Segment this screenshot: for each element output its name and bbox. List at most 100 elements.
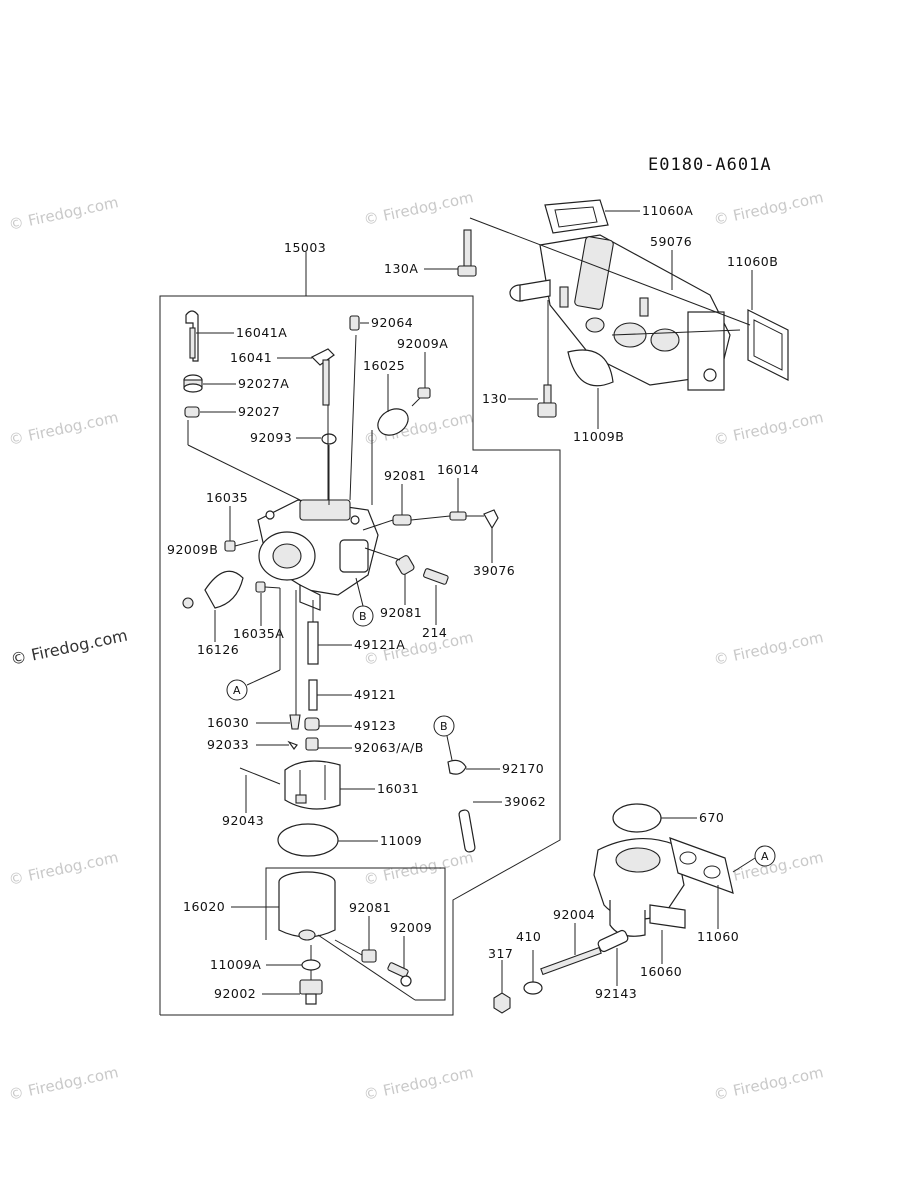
label-49123: 49123	[354, 718, 396, 733]
watermark: © Firedog.com	[362, 848, 475, 889]
label-92081-top: 92081	[384, 468, 426, 483]
label-16014: 16014	[437, 462, 479, 477]
label-92043: 92043	[222, 813, 264, 828]
float-bowl	[278, 871, 336, 941]
label-39062: 39062	[504, 794, 546, 809]
callout-b-lower: B	[433, 715, 455, 761]
label-92009a: 92009A	[397, 336, 448, 351]
watermark: © Firedog.com	[9, 626, 129, 669]
screw-16035	[224, 540, 236, 552]
label-410: 410	[516, 929, 541, 944]
small-nut	[184, 406, 200, 418]
label-130: 130	[482, 391, 507, 406]
label-16041: 16041	[230, 350, 272, 365]
label-92004: 92004	[553, 907, 595, 922]
screw-92009	[387, 962, 412, 987]
callout-label: A	[233, 684, 241, 697]
watermark: © Firedog.com	[362, 188, 475, 229]
watermark: © Firedog.com	[7, 848, 120, 889]
drain-bolt	[299, 979, 323, 1005]
choke-plate	[182, 570, 244, 609]
label-16126: 16126	[197, 642, 239, 657]
label-92081-low: 92081	[349, 900, 391, 915]
callout-label: B	[359, 610, 367, 623]
label-49121: 49121	[354, 687, 396, 702]
spring-92081-low	[361, 949, 377, 963]
carburetor-insulator-assembly	[493, 803, 734, 1014]
label-11060: 11060	[697, 929, 739, 944]
cap	[183, 374, 203, 393]
throttle-lever	[185, 310, 199, 362]
hose-clamp	[447, 759, 467, 775]
screw-92064	[349, 315, 360, 331]
label-317: 317	[488, 946, 513, 961]
carburetor-assembly-outline	[159, 252, 561, 1016]
callout-a-left: A	[226, 588, 281, 701]
intake-manifold	[457, 199, 789, 418]
clip-92033	[287, 740, 298, 751]
idle-spring-and-needle	[392, 509, 499, 530]
label-59076: 59076	[650, 234, 692, 249]
label-92063: 92063/A/B	[354, 740, 424, 755]
fuel-tube	[458, 809, 476, 853]
washer-11009a	[301, 959, 321, 971]
screw-214	[423, 568, 449, 585]
label-214: 214	[422, 625, 447, 640]
callout-a-right: A	[732, 845, 776, 873]
jet-92063	[305, 737, 319, 751]
label-92033: 92033	[207, 737, 249, 752]
label-11009a: 11009A	[210, 957, 261, 972]
watermark: © Firedog.com	[712, 1063, 825, 1104]
watermark: © Firedog.com	[7, 193, 120, 234]
main-jet	[304, 717, 320, 731]
label-92009: 92009	[390, 920, 432, 935]
needle-valve	[289, 714, 301, 730]
watermark: © Firedog.com	[712, 628, 825, 669]
label-92027a: 92027A	[238, 376, 289, 391]
choke-lever	[310, 348, 335, 406]
watermark: © Firedog.com	[712, 188, 825, 229]
label-92170: 92170	[502, 761, 544, 776]
label-16041a: 16041A	[236, 325, 287, 340]
emulsion-tube	[307, 621, 319, 665]
callout-label: B	[440, 720, 448, 733]
label-16035a: 16035A	[233, 626, 284, 641]
label-130a: 130A	[384, 261, 418, 276]
label-15003: 15003	[284, 240, 326, 255]
label-92064: 92064	[371, 315, 413, 330]
label-92027: 92027	[238, 404, 280, 419]
diagram-code: E0180-A601A	[648, 155, 772, 175]
screw-16035a	[255, 581, 266, 593]
label-16060: 16060	[640, 964, 682, 979]
watermark: © Firedog.com	[712, 408, 825, 449]
label-92002: 92002	[214, 986, 256, 1001]
throttle-plate	[377, 408, 409, 436]
part-labels: 15003 16041A 92064 16041 92009A 16025 92…	[167, 203, 778, 1001]
float-bowl-gasket	[277, 823, 339, 857]
screw-92009a	[411, 387, 431, 407]
assembly-lines	[187, 334, 484, 1001]
carburetor-body	[257, 499, 379, 611]
label-92093: 92093	[250, 430, 292, 445]
label-92081-mid: 92081	[380, 605, 422, 620]
washer-92093	[321, 433, 337, 445]
float	[284, 760, 341, 810]
label-11009b: 11009B	[573, 429, 624, 444]
label-16020: 16020	[183, 899, 225, 914]
label-11009: 11009	[380, 833, 422, 848]
callout-label: A	[761, 850, 769, 863]
label-11060a: 11060A	[642, 203, 693, 218]
spring-92081-mid	[395, 555, 415, 575]
label-39076: 39076	[473, 563, 515, 578]
float-pin	[239, 767, 281, 785]
label-92143: 92143	[595, 986, 637, 1001]
watermark: © Firedog.com	[362, 1063, 475, 1104]
label-49121a: 49121A	[354, 637, 405, 652]
label-16031: 16031	[377, 781, 419, 796]
label-11060b: 11060B	[727, 254, 778, 269]
callout-b-upper: B	[352, 577, 374, 627]
jet-tube	[308, 679, 318, 711]
watermark: © Firedog.com	[7, 1063, 120, 1104]
label-92009b: 92009B	[167, 542, 218, 557]
